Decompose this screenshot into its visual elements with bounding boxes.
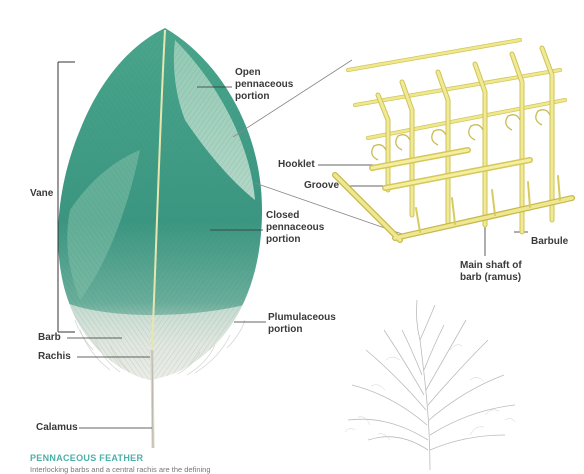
caption-text: Interlocking barbs and a central rachis … xyxy=(30,465,211,474)
label-rachis: Rachis xyxy=(38,351,71,362)
label-main-shaft: Main shaft of barb (ramus) xyxy=(460,260,522,283)
leader-lines xyxy=(67,59,528,429)
label-vane: Vane xyxy=(30,188,54,199)
label-closed-pennaceous: Closed pennaceous portion xyxy=(266,210,325,245)
caption-title: PENNACEOUS FEATHER xyxy=(30,453,144,463)
label-groove: Groove xyxy=(304,180,340,191)
label-barb: Barb xyxy=(38,332,61,343)
vane-bracket xyxy=(57,61,75,333)
label-barbule: Barbule xyxy=(531,236,569,247)
label-open-pennaceous: Open pennaceous portion xyxy=(235,67,294,102)
down-feather-illustration xyxy=(344,299,516,471)
rachis-shaft xyxy=(151,29,166,351)
label-plumulaceous: Plumulaceous portion xyxy=(268,312,336,335)
label-hooklet: Hooklet xyxy=(278,159,315,170)
barb-detail-illustration xyxy=(332,38,575,243)
label-calamus: Calamus xyxy=(36,422,78,433)
